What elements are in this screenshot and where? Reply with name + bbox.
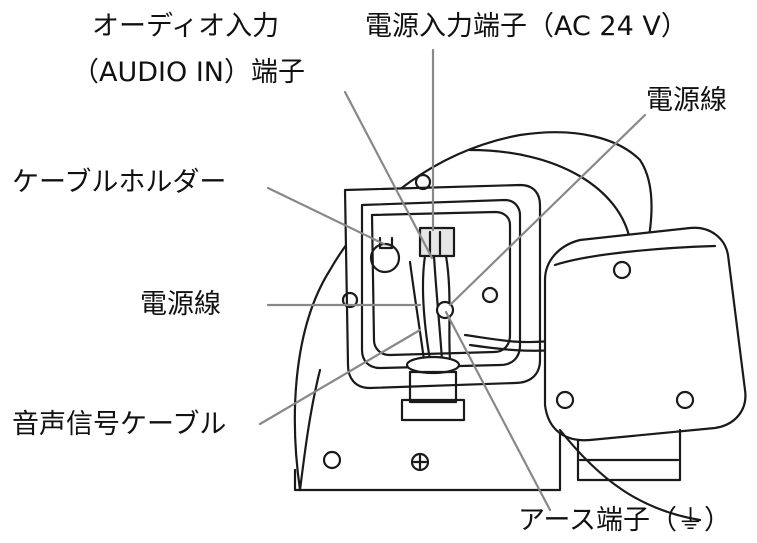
camera-dome-inner-arc: [468, 148, 632, 242]
side-box-top-edge: [553, 244, 717, 267]
camera-dome-left-edge: [298, 368, 322, 492]
leader-power-line-right: [448, 113, 647, 307]
wire-d: [408, 260, 426, 362]
screw-top: [414, 173, 432, 191]
label-earth-terminal: アース端子（⏚）: [518, 505, 732, 536]
lower-dome-curve: [558, 428, 702, 522]
camera-base: [293, 428, 562, 492]
label-power-line-left: 電源線: [140, 289, 221, 320]
label-audio-signal-cable: 音声信号ケーブル: [12, 409, 227, 440]
leader-audio-cable: [258, 328, 422, 426]
label-power-line-right: 電源線: [646, 85, 727, 116]
screw-bottom-left: [322, 450, 342, 470]
side-box-neck: [576, 428, 682, 482]
terminal-panel-outer: [343, 183, 542, 390]
screw-bottom-mid: [410, 452, 430, 472]
screw-right-small: [481, 286, 499, 304]
label-cable-holder: ケーブルホルダー: [12, 167, 227, 198]
leader-cable-holder: [266, 186, 386, 246]
wire-a: [421, 254, 432, 362]
cable-gland-top: [405, 355, 461, 375]
leader-earth-terminal: [444, 310, 552, 512]
screw-left: [341, 291, 359, 309]
cable-gland-body: [408, 370, 458, 404]
leader-audio-input: [343, 90, 434, 260]
terminal-block: [418, 226, 456, 258]
side-box-screw-2: [555, 390, 575, 410]
earth-terminal-screw: [435, 300, 455, 320]
terminal-gasket: [370, 210, 512, 357]
side-box-screw-3: [675, 390, 695, 410]
label-audio-input-line2: （AUDIO IN）端子: [72, 57, 305, 88]
label-power-input-terminal: 電源入力端子（AC 24 V）: [365, 11, 688, 42]
side-box-screw-1: [612, 260, 632, 280]
label-audio-input-line1: オーディオ入力: [92, 11, 280, 42]
cable-gland-nut: [400, 398, 466, 422]
